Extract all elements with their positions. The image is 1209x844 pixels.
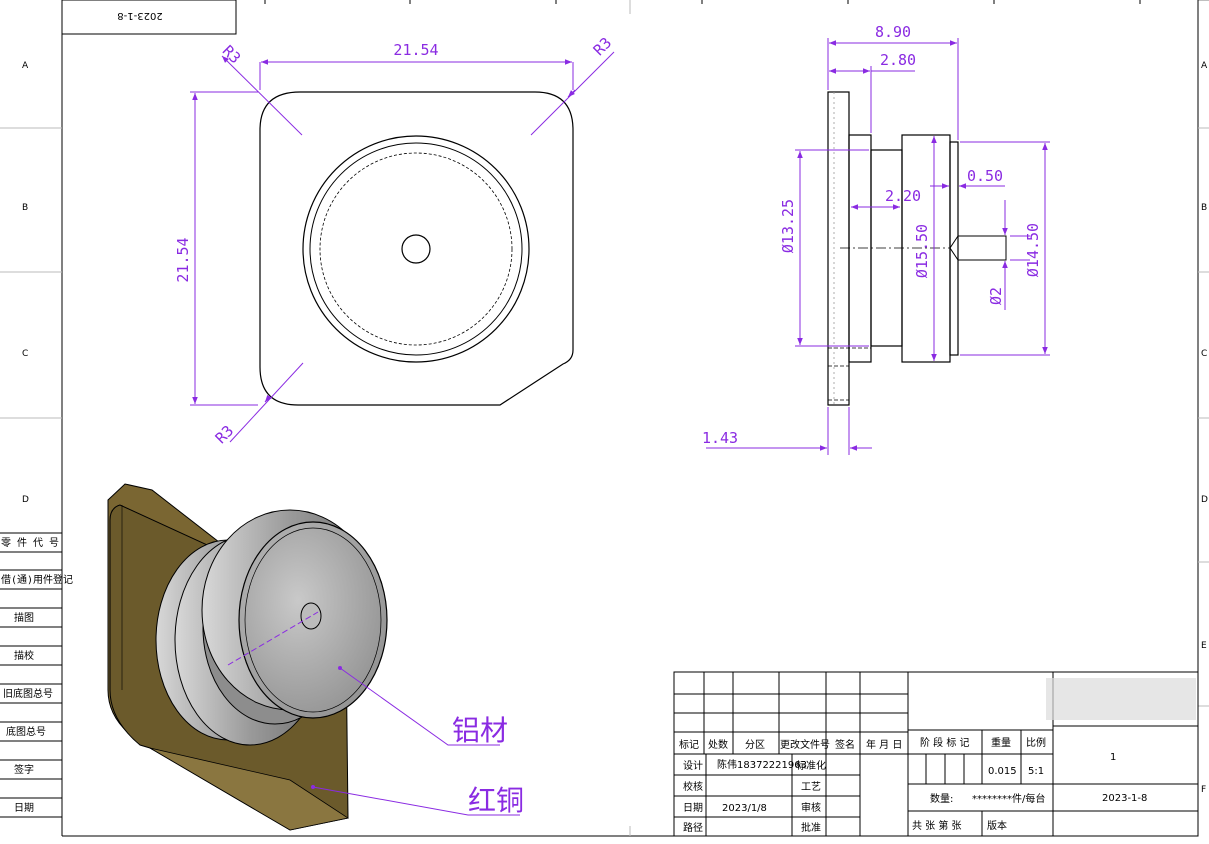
dim-offset: 1.43 [702, 429, 738, 447]
th-zone: 分区 [745, 739, 765, 751]
title-block: 标记 处数 分区 更改文件号 签名 年 月 日 设计 陈伟18372221963… [673, 671, 1199, 837]
stamp-text: 2023-1-8 [117, 10, 162, 21]
label-scale: 比例 [1026, 736, 1046, 749]
label-route: 路径 [683, 821, 703, 834]
label-signature: 签字 [14, 763, 34, 776]
grid-row-c: C [22, 349, 28, 359]
dim-step-length: 2.20 [885, 187, 921, 205]
label-base-no: 底图总号 [6, 725, 46, 738]
dim-lip-diameter: Ø14.50 [1024, 223, 1042, 277]
grid-row-e-right: E [1201, 641, 1207, 651]
grid-row-a-right: A [1201, 61, 1208, 71]
label-date: 日期 [14, 802, 34, 814]
designer-name: 陈伟18372221963 [717, 758, 807, 771]
label-part-code: 零 件 代 号 [1, 537, 59, 549]
front-view: 21.54 21.54 R3 R3 R3 [174, 34, 615, 448]
label-old-base-no: 旧底图总号 [3, 687, 53, 700]
th-mark: 标记 [679, 739, 699, 751]
label-design: 设计 [683, 759, 703, 772]
dim-hole-diameter: Ø2 [987, 287, 1005, 305]
grid-row-a: A [22, 61, 29, 71]
front-outline [259, 91, 574, 406]
label-standardization: 标准化 [796, 759, 826, 772]
drawing-number: 1 [1110, 752, 1116, 763]
grid-row-b: B [22, 203, 28, 213]
stamp-box: 2023-1-8 [61, 0, 237, 35]
grid-row-c-right: C [1201, 349, 1207, 359]
grid-labels: A B C D A B C D E F [22, 61, 1208, 795]
label-stage-mark: 阶 段 标 记 [920, 736, 970, 749]
label-approve: 批准 [801, 821, 821, 834]
dim-front-width: 21.54 [393, 41, 438, 59]
dim-hub-diameter: Ø13.25 [779, 199, 797, 253]
date-value: 2023/1/8 [722, 803, 767, 814]
th-doc-no: 更改文件号 [780, 738, 830, 751]
label-review: 审核 [801, 801, 821, 814]
th-sign: 签名 [835, 738, 855, 751]
label-version: 版本 [987, 819, 1007, 832]
label-borrow-register: 借(通)用件登记 [1, 573, 73, 586]
label-weight: 重量 [991, 736, 1011, 749]
th-count: 处数 [708, 738, 728, 751]
left-label-column: 零 件 代 号 借(通)用件登记 描图 描校 旧底图总号 底图总号 签字 日期 [0, 532, 73, 818]
dim-chamfer: 0.50 [967, 167, 1003, 185]
isometric-view [107, 483, 520, 831]
quantity-value: ********件/每台 [972, 792, 1045, 805]
grid-row-f-right: F [1201, 785, 1206, 795]
grid-row-d-right: D [1201, 495, 1208, 505]
label-sheets: 共 张 第 张 [912, 819, 962, 832]
label-tracing: 描图 [14, 611, 34, 624]
label-process: 工艺 [801, 781, 821, 793]
dim-radius-top-left: R3 [219, 42, 245, 68]
drawing-date: 2023-1-8 [1102, 793, 1147, 804]
dim-radius-top-right: R3 [590, 34, 616, 60]
side-view: 8.90 2.80 Ø13.25 2.20 0.50 Ø15.50 Ø2 Ø14… [702, 23, 1050, 455]
grid-row-b-right: B [1201, 203, 1207, 213]
dim-radius-bottom-left: R3 [212, 422, 238, 448]
label-trace-check: 描校 [14, 649, 34, 662]
label-check: 校核 [683, 780, 703, 793]
scale-value: 5:1 [1028, 766, 1044, 777]
dim-flange-thickness: 2.80 [880, 51, 916, 69]
grid-row-d: D [22, 495, 29, 505]
dim-front-height: 21.54 [174, 237, 192, 282]
label-date-tb: 日期 [683, 802, 703, 814]
note-copper: 红铜 [468, 784, 524, 817]
dim-total-length: 8.90 [875, 23, 911, 41]
th-date: 年 月 日 [866, 738, 902, 751]
blurred-logo [1046, 678, 1196, 720]
note-aluminum: 铝材 [452, 714, 508, 747]
label-quantity: 数量: [930, 792, 953, 805]
dim-head-diameter: Ø15.50 [913, 224, 931, 278]
weight-value: 0.015 [988, 766, 1017, 777]
